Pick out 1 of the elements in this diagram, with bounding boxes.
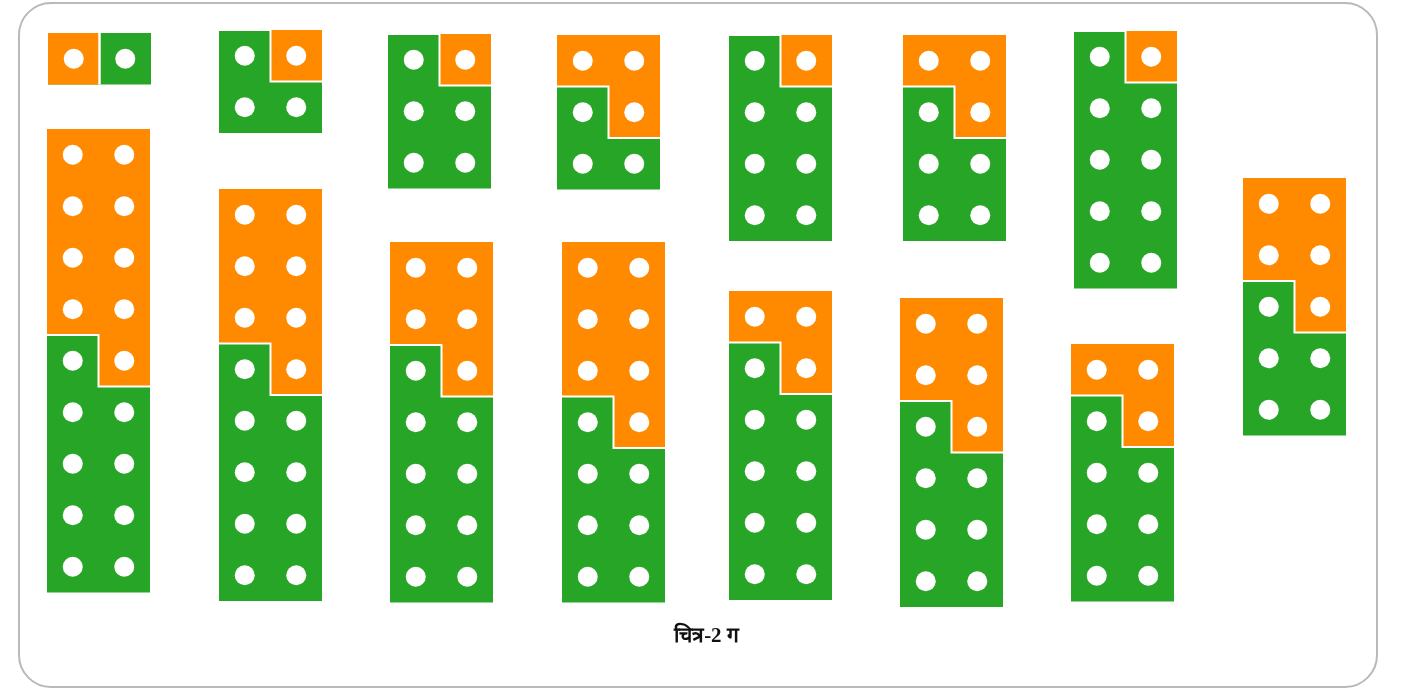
- figure-caption: चित्र-2 ग: [674, 621, 739, 648]
